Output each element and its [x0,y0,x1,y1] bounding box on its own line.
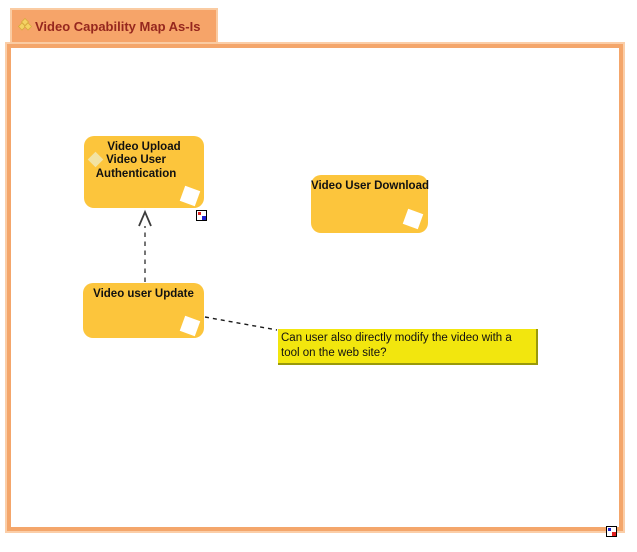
capability-box-video-user-download[interactable]: Video User Download [311,175,430,233]
badge-blue-square [607,527,611,531]
badge-red-square [197,211,201,215]
diagram-title-bar[interactable]: Video Capability Map As-Is [10,8,218,44]
capability-diamond-icon [402,208,424,230]
badge-blue-square [202,216,206,220]
diagram-title: Video Capability Map As-Is [35,18,201,34]
capability-label: Video user Update [93,288,194,300]
capability-map-icon [17,17,33,34]
capability-diamond-icon [179,185,201,207]
subdiagram-indicator-icon[interactable] [196,210,207,221]
capability-diamond-icon [179,315,201,337]
note[interactable]: Can user also directly modify the video … [278,329,538,365]
capability-label: Video User Download [311,180,430,192]
capability-mini-diamond-icon [87,151,104,168]
capability-box-video-user-update[interactable]: Video user Update [83,283,204,338]
capability-box-video-upload[interactable]: Video Upload Video User Authentication [84,136,204,208]
badge-red-square [612,532,616,536]
capability-nested-authentication[interactable]: Video User Authentication [84,151,188,181]
capability-label: Video Upload [107,141,181,153]
capability-label: Video User Authentication [95,154,177,180]
note-text: Can user also directly modify the video … [281,332,512,359]
page-indicator-icon[interactable] [606,526,617,537]
